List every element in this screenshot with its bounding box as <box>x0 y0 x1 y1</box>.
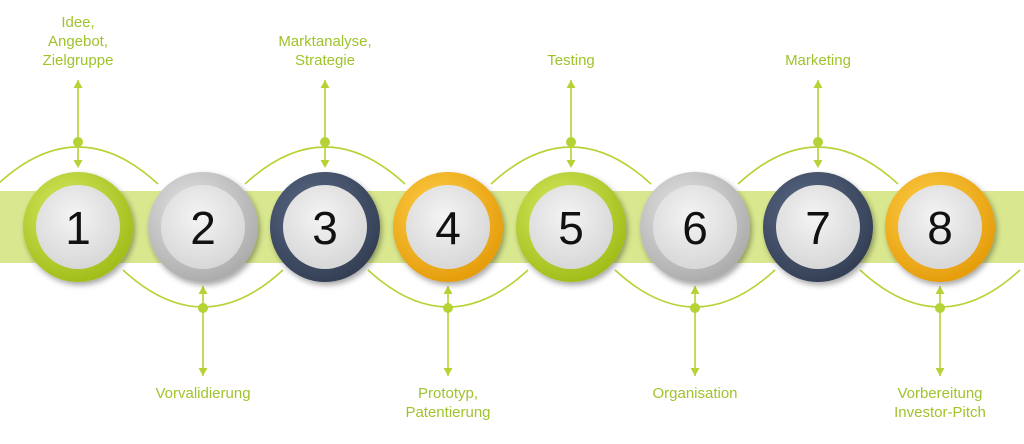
arrow-down-icon <box>73 160 83 168</box>
arrow-down-icon <box>198 368 208 376</box>
connector-dot <box>566 137 576 147</box>
step-inner <box>776 185 860 269</box>
arrow-down-icon <box>443 368 453 376</box>
arrow-up-icon <box>690 286 700 294</box>
arrow-up-icon <box>320 80 330 88</box>
arrow-up-icon <box>935 286 945 294</box>
step-number: 1 <box>65 202 91 254</box>
step-label-2: Vorvalidierung <box>155 385 251 402</box>
step-number: 5 <box>558 202 584 254</box>
arrow-up-icon <box>566 80 576 88</box>
step-number: 4 <box>435 202 461 254</box>
step-label-6: Organisation <box>652 385 738 402</box>
step-inner <box>283 185 367 269</box>
step-number: 3 <box>312 202 338 254</box>
step-label-3: Marktanalyse, Strategie <box>278 33 372 69</box>
connector-dot <box>935 303 945 313</box>
connector-dot <box>198 303 208 313</box>
step-inner <box>898 185 982 269</box>
step-circle-7: 7 <box>763 172 873 282</box>
step-circle-1: 1 <box>23 172 133 282</box>
arrow-up-icon <box>198 286 208 294</box>
arrow-down-icon <box>813 160 823 168</box>
connector-dot <box>443 303 453 313</box>
step-number: 2 <box>190 202 216 254</box>
step-inner <box>406 185 490 269</box>
arrow-down-icon <box>690 368 700 376</box>
step-label-4: Prototyp, Patentierung <box>405 385 491 421</box>
arrow-up-icon <box>813 80 823 88</box>
step-label-8: Vorbereitung Investor-Pitch <box>894 385 986 421</box>
step-number: 6 <box>682 202 708 254</box>
step-circle-3: 3 <box>270 172 380 282</box>
step-circles: 1 2 3 4 5 6 7 8 <box>23 172 995 282</box>
step-inner <box>36 185 120 269</box>
step-circle-4: 4 <box>393 172 503 282</box>
step-circle-5: 5 <box>516 172 626 282</box>
step-circle-8: 8 <box>885 172 995 282</box>
step-label-7: Marketing <box>785 52 851 69</box>
arrow-down-icon <box>320 160 330 168</box>
arrow-up-icon <box>443 286 453 294</box>
step-label-1: Idee, Angebot, Zielgruppe <box>42 14 114 69</box>
step-circle-6: 6 <box>640 172 750 282</box>
step-number: 8 <box>927 202 953 254</box>
connector-lines <box>73 80 945 376</box>
step-label-5: Testing <box>547 52 595 69</box>
step-number: 7 <box>805 202 831 254</box>
connector-dot <box>813 137 823 147</box>
step-inner <box>161 185 245 269</box>
arrow-down-icon <box>566 160 576 168</box>
connector-dot <box>73 137 83 147</box>
arrow-down-icon <box>935 368 945 376</box>
connector-dot <box>320 137 330 147</box>
step-inner <box>653 185 737 269</box>
step-circle-2: 2 <box>148 172 258 282</box>
arrow-up-icon <box>73 80 83 88</box>
step-inner <box>529 185 613 269</box>
connector-dot <box>690 303 700 313</box>
